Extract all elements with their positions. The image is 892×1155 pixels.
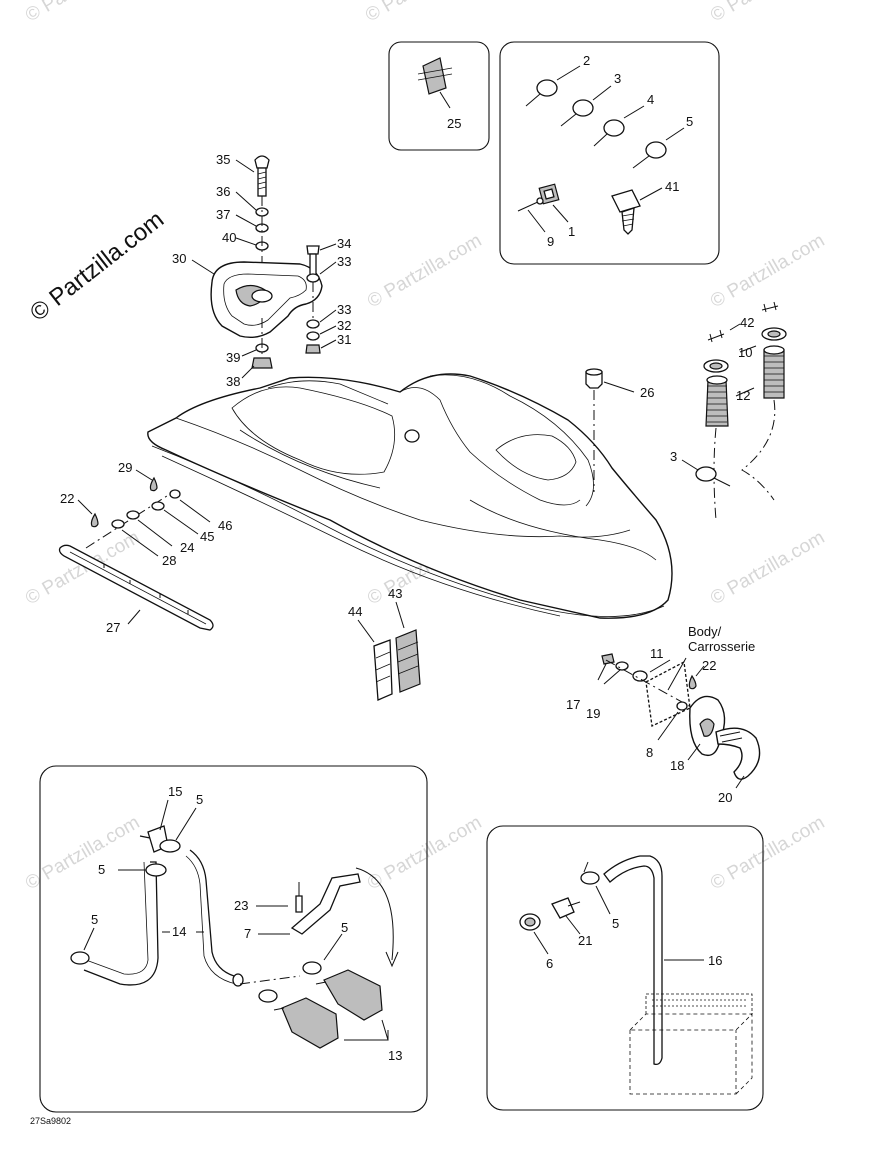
callout-34: 34 — [337, 236, 351, 251]
callout-46: 46 — [218, 518, 232, 533]
callout-28: 28 — [162, 553, 176, 568]
callout-22: 22 — [60, 491, 74, 506]
callout-42: 42 — [740, 315, 754, 330]
callout-3b: 3 — [670, 449, 677, 464]
callout-41: 41 — [665, 179, 679, 194]
callout-19: 19 — [586, 706, 600, 721]
callout-3: 3 — [614, 71, 621, 86]
connector-assembly: 44 43 — [348, 586, 421, 701]
watermark: © Partzilla.com — [707, 527, 828, 609]
watermark: © Partzilla.com — [364, 812, 485, 894]
callout-10: 10 — [738, 345, 752, 360]
callout-9: 9 — [547, 234, 554, 249]
callout-20: 20 — [718, 790, 732, 805]
callout-5e: 5 — [612, 916, 619, 931]
callout-5: 5 — [686, 114, 693, 129]
callout-39: 39 — [226, 350, 240, 365]
steering-handle-assembly: 35 36 37 40 30 34 33 33 32 31 39 38 — [172, 152, 351, 389]
callout-12: 12 — [736, 388, 750, 403]
handle-mount-assembly: Body/ Carrosserie 11 22 17 19 8 18 20 — [566, 624, 761, 805]
brand-watermark: © Partzilla.com — [25, 206, 169, 327]
callout-7: 7 — [244, 926, 251, 941]
callout-37: 37 — [216, 207, 230, 222]
body-label-line1: Body/ — [688, 624, 722, 639]
callout-45: 45 — [200, 529, 214, 544]
callout-4: 4 — [647, 92, 654, 107]
callout-17: 17 — [566, 697, 580, 712]
callout-27: 27 — [106, 620, 120, 635]
watermark: © Partzilla.com — [22, 0, 143, 26]
callout-5b: 5 — [98, 862, 105, 877]
watermark: © Partzilla.com — [22, 527, 143, 609]
hull-body — [147, 373, 673, 619]
part-26-grommet: 26 — [585, 368, 654, 492]
callout-29: 29 — [118, 460, 132, 475]
detail-box-battery-vent: 5 21 6 16 — [486, 825, 764, 1111]
callout-21: 21 — [578, 933, 592, 948]
callout-33b: 33 — [337, 302, 351, 317]
callout-11: 11 — [650, 646, 664, 661]
detail-box-clamps: 2 3 4 5 1 9 41 — [499, 41, 720, 265]
detail-box-25: 25 — [388, 41, 490, 151]
callout-14: 14 — [172, 924, 186, 939]
watermark: © Partzilla.com — [707, 812, 828, 894]
watermark: © Partzilla.com — [362, 0, 483, 26]
body-label-line2: Carrosserie — [688, 639, 755, 654]
callout-32: 32 — [337, 318, 351, 333]
callout-1: 1 — [568, 224, 575, 239]
callout-2: 2 — [583, 53, 590, 68]
callout-24: 24 — [180, 540, 194, 555]
callout-18: 18 — [670, 758, 684, 773]
callout-5c: 5 — [91, 912, 98, 927]
callout-38: 38 — [226, 374, 240, 389]
rub-rail-assembly: 29 22 46 45 24 28 27 — [58, 460, 232, 635]
callout-36: 36 — [216, 184, 230, 199]
callout-31: 31 — [337, 332, 351, 347]
callout-5d: 5 — [341, 920, 348, 935]
callout-44: 44 — [348, 604, 362, 619]
watermark: © Partzilla.com — [707, 230, 828, 312]
callout-8: 8 — [646, 745, 653, 760]
callout-16: 16 — [708, 953, 722, 968]
drawing-code: 27Sa9802 — [30, 1116, 71, 1126]
callout-15: 15 — [168, 784, 182, 799]
callout-43: 43 — [388, 586, 402, 601]
vent-tubes: 42 10 12 3 — [670, 301, 787, 521]
callout-6: 6 — [546, 956, 553, 971]
callout-33a: 33 — [337, 254, 351, 269]
callout-26: 26 — [640, 385, 654, 400]
callout-22b: 22 — [702, 658, 716, 673]
watermark: © Partzilla.com — [707, 0, 828, 26]
callout-23: 23 — [234, 898, 248, 913]
callout-35: 35 — [216, 152, 230, 167]
callout-13: 13 — [388, 1048, 402, 1063]
callout-30: 30 — [172, 251, 186, 266]
callout-5a: 5 — [196, 792, 203, 807]
watermark: © Partzilla.com — [364, 230, 485, 312]
callout-40: 40 — [222, 230, 236, 245]
detail-box-fuel-lines: 15 5 5 5 14 23 7 5 13 — [39, 765, 428, 1113]
callout-25: 25 — [447, 116, 461, 131]
